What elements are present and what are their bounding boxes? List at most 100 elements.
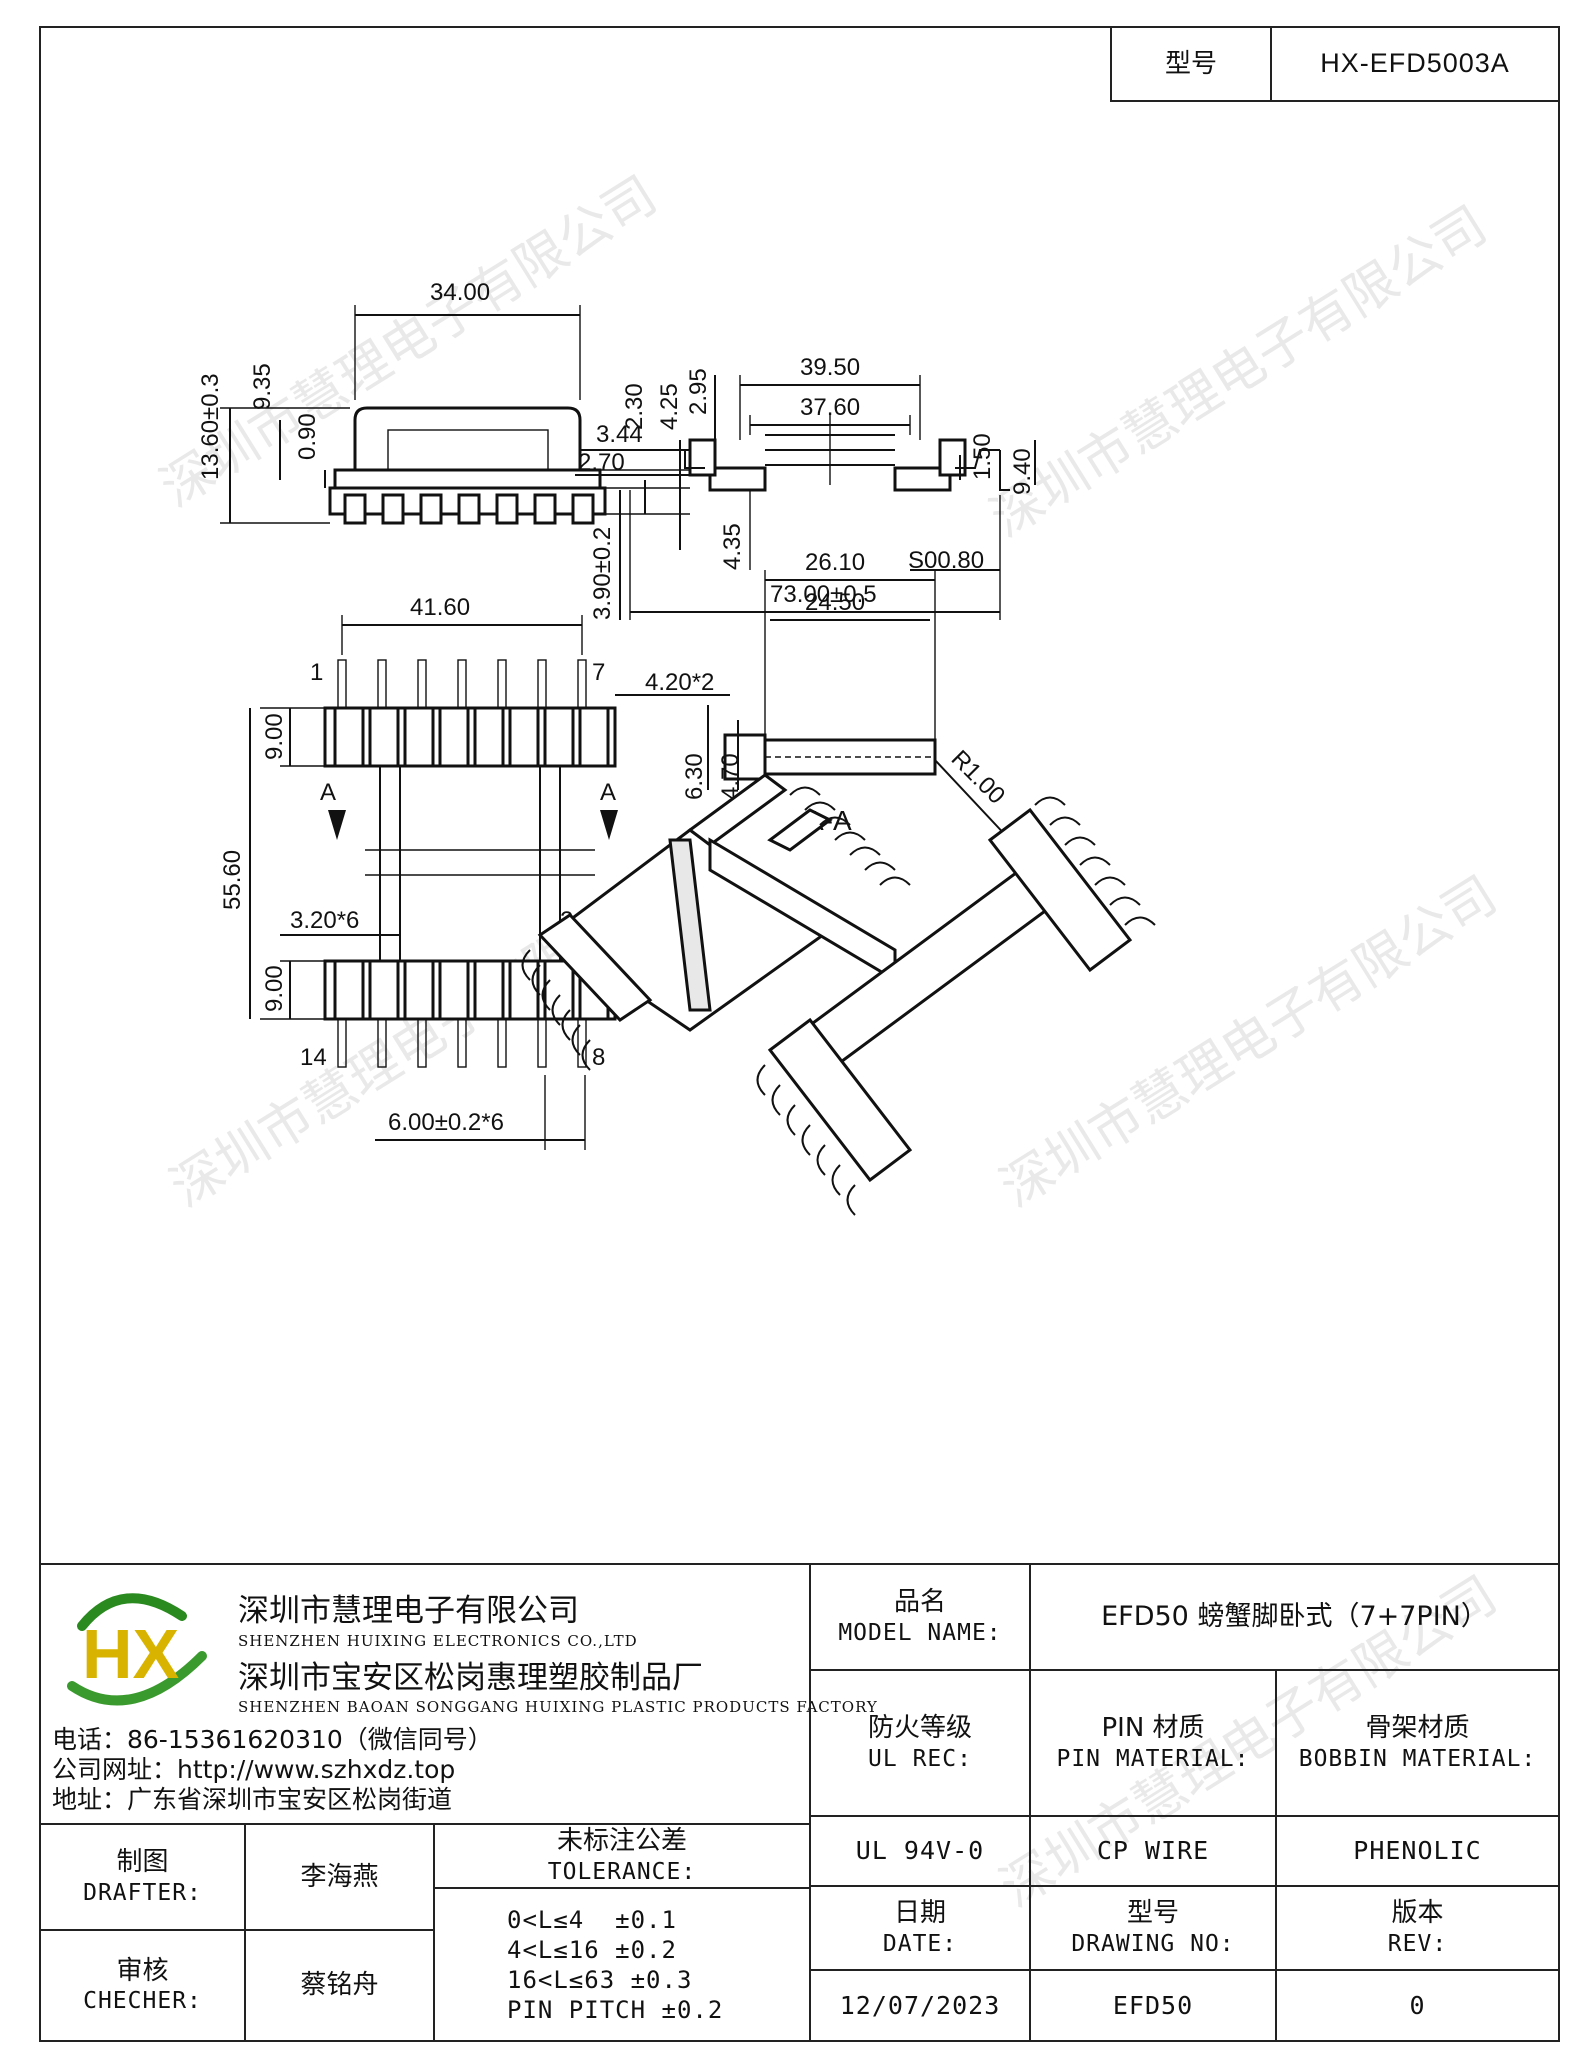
header-model-label: 型号 [1110, 26, 1272, 102]
bobbin-material-label-en: BOBBIN MATERIAL: [1298, 1745, 1537, 1772]
dim-r1-00: R1.00 [946, 745, 1010, 809]
pin-material-value: CP WIRE [1029, 1815, 1277, 1887]
tolerance-label: 未标注公差 TOLERANCE: [433, 1823, 811, 1889]
drafter-label-cn: 制图 [116, 1847, 169, 1878]
top-left-pins [343, 493, 595, 525]
rev-value: 0 [1275, 1969, 1560, 2042]
dim-6-30: 6.30 [681, 753, 708, 800]
checker-label-en: CHECHER: [83, 1988, 202, 2015]
isometric-view-left [521, 773, 911, 1071]
tolerance-line-2: 4<L≤16 ±0.2 [507, 1935, 677, 1964]
top-left-view: 34.00 13.60±0.3 9.35 0.90 2.30 4.25 [197, 279, 690, 550]
company-address: 地址：广东省深圳市宝安区松岗街道 [52, 1785, 453, 1814]
section-a-right: A [600, 779, 616, 806]
dim-1-50: 1.50 [969, 433, 996, 480]
bottom-left-view: 41.60 1 7 14 8 4.20*2 9.00 9.00 55.60 A … [219, 594, 730, 1150]
dim-39-50: 39.50 [800, 354, 860, 381]
rev-label: 版本 REV: [1275, 1885, 1560, 1971]
bottom-left-top-pins [337, 659, 587, 709]
dim-4-35: 4.35 [719, 523, 746, 570]
checker-value: 蔡铭舟 [244, 1929, 435, 2042]
company-logo: HX [67, 1593, 207, 1706]
dim-0-90: 0.90 [294, 413, 321, 460]
dim-9-40: 9.40 [1009, 448, 1036, 495]
dim-2-95: 2.95 [685, 368, 712, 415]
model-name-label-cn: 品名 [893, 1587, 946, 1618]
drawing-no-label: 型号 DRAWING NO: [1029, 1885, 1277, 1971]
section-a-left: A [320, 779, 336, 806]
dim-9-00-top: 9.00 [261, 713, 288, 760]
dim-41-60: 41.60 [410, 594, 470, 621]
tolerance-line-4: PIN PITCH ±0.2 [507, 1995, 724, 2024]
bobbin-material-label-cn: 骨架材质 [1365, 1713, 1470, 1744]
drawing-no-label-cn: 型号 [1126, 1898, 1179, 1929]
tolerance-label-cn: 未标注公差 [556, 1826, 687, 1857]
dim-s0-80: S00.80 [908, 547, 984, 574]
logo-text: HX [82, 1615, 180, 1693]
company-website: 公司网址：http://www.szhxdz.top [52, 1755, 456, 1784]
factory-name-en: SHENZHEN BAOAN SONGGANG HUIXING PLASTIC … [238, 1698, 878, 1716]
iso-left-bottom-pins [521, 949, 591, 1071]
model-name-label-en: MODEL NAME: [838, 1619, 1002, 1646]
tolerance-values: 0<L≤4 ±0.1 4<L≤16 ±0.2 16<L≤63 ±0.3 PIN … [433, 1887, 811, 2042]
dim-9-00-bottom: 9.00 [261, 965, 288, 1012]
model-name-value: EFD50 螃蟹脚卧式（7+7PIN） [1029, 1563, 1560, 1671]
iso-left-top-pins [789, 786, 911, 886]
checker-label: 审核 CHECHER: [39, 1929, 246, 2042]
date-label: 日期 DATE: [809, 1885, 1031, 1971]
ul-rec-label-en: UL REC: [868, 1745, 972, 1772]
isometric-view-right [756, 796, 1156, 1216]
bottom-left-bottom-pins [337, 1018, 587, 1068]
drawing-no-value: EFD50 [1029, 1969, 1277, 2042]
dim-24-50: 24.50 [805, 589, 865, 616]
company-phone: 电话：86-15361620310（微信同号） [52, 1725, 493, 1754]
dim-13-60: 13.60±0.3 [197, 373, 224, 480]
drafter-value: 李海燕 [244, 1823, 435, 1931]
dim-37-60: 37.60 [800, 394, 860, 421]
iso-right-top-pins [1034, 796, 1156, 926]
iso-right-bottom-pins [756, 1064, 856, 1216]
dim-4-25: 4.25 [656, 383, 683, 430]
dim-2-70: 2.70 [578, 449, 625, 476]
company-name-en: SHENZHEN HUIXING ELECTRONICS CO.,LTD [238, 1632, 638, 1650]
dim-2-30: 2.30 [621, 383, 648, 430]
dim-9-35: 9.35 [249, 363, 276, 410]
section-a-a: 26.10 24.50 6.30 4.70 R1.00 A-A [681, 549, 1011, 841]
bobbin-material-value: PHENOLIC [1275, 1815, 1560, 1887]
date-value: 12/07/2023 [809, 1969, 1031, 2042]
dim-6-00x6: 6.00±0.2*6 [388, 1109, 504, 1136]
tolerance-line-3: 16<L≤63 ±0.3 [507, 1965, 693, 1994]
pin-8-label: 8 [592, 1044, 605, 1071]
rev-label-cn: 版本 [1391, 1898, 1444, 1929]
pin-1-label: 1 [310, 659, 323, 686]
ul-rec-label-cn: 防火等级 [867, 1713, 972, 1744]
top-right-view: 39.50 37.60 2.95 3.44 2.70 1.50 9.40 3.9… [575, 354, 1036, 620]
pin-material-label-cn: PIN 材质 [1101, 1713, 1205, 1744]
pin-material-label-en: PIN MATERIAL: [1056, 1745, 1250, 1772]
pin-7-label: 7 [592, 659, 605, 686]
checker-label-cn: 审核 [116, 1955, 169, 1986]
company-name-cn: 深圳市慧理电子有限公司 [238, 1593, 579, 1629]
ul-rec-value: UL 94V-0 [809, 1815, 1031, 1887]
factory-name-cn: 深圳市宝安区松岗惠理塑胶制品厂 [238, 1660, 703, 1696]
bottom-left-top-blocks [333, 706, 610, 768]
dim-3-44: 3.44 [596, 421, 643, 448]
ul-rec-label: 防火等级 UL REC: [809, 1669, 1031, 1817]
dim-26-10: 26.10 [805, 549, 865, 576]
date-label-cn: 日期 [893, 1898, 946, 1929]
pin-material-label: PIN 材质 PIN MATERIAL: [1029, 1669, 1277, 1817]
dim-3-90: 3.90±0.2 [589, 527, 616, 620]
bobbin-material-label: 骨架材质 BOBBIN MATERIAL: [1275, 1669, 1560, 1817]
technical-drawing: 34.00 13.60±0.3 9.35 0.90 2.30 4.25 39.5… [197, 279, 1156, 1216]
dim-4-20x2: 4.20*2 [645, 669, 714, 696]
drawing-no-label-en: DRAWING NO: [1071, 1930, 1235, 1957]
dim-34: 34.00 [430, 279, 490, 306]
tolerance-line-1: 0<L≤4 ±0.1 [507, 1905, 677, 1934]
model-name-label: 品名 MODEL NAME: [809, 1563, 1031, 1671]
tolerance-label-en: TOLERANCE: [547, 1858, 697, 1885]
dim-3-20x6: 3.20*6 [290, 907, 359, 934]
header-model-value: HX-EFD5003A [1270, 26, 1560, 102]
date-label-en: DATE: [882, 1930, 958, 1957]
dim-55-60: 55.60 [219, 850, 246, 910]
drafter-label-en: DRAFTER: [83, 1879, 202, 1906]
